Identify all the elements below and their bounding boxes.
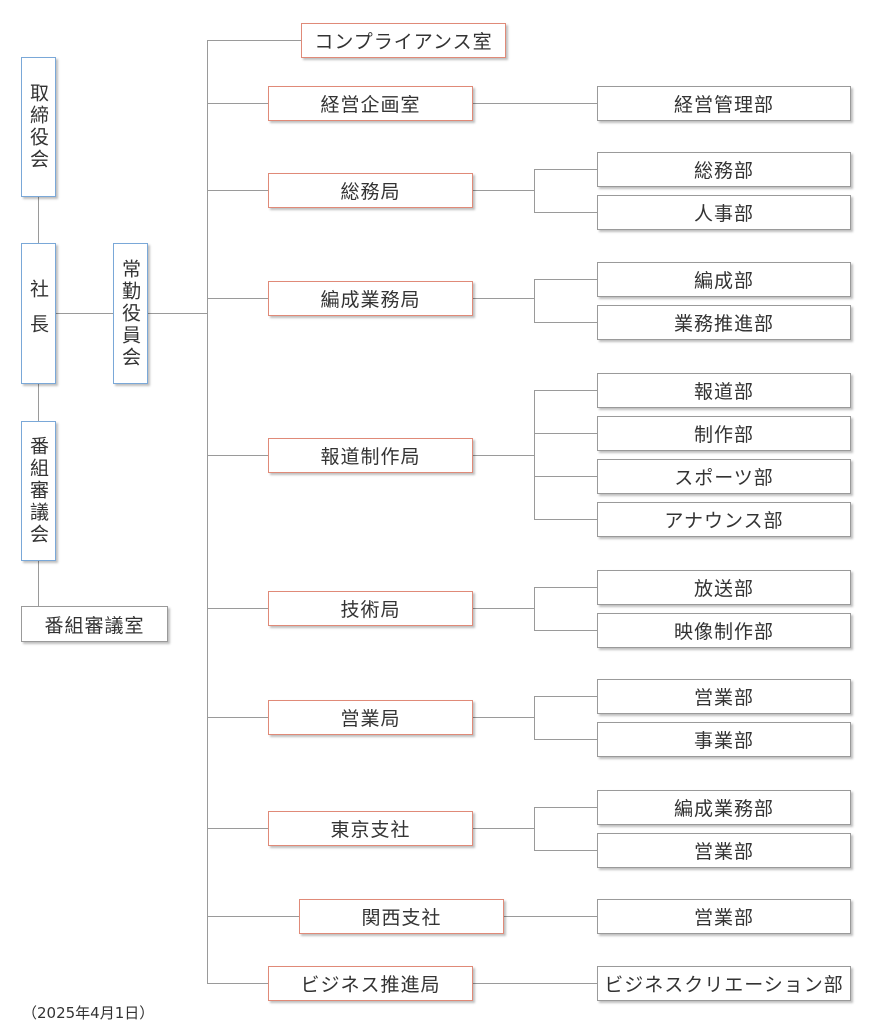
president-box: 社長 [21, 243, 56, 384]
department-box: アナウンス部 [597, 502, 851, 537]
program-council-box: 番組審議会 [21, 421, 56, 561]
department-box: 営業部 [597, 899, 851, 934]
program-office-box: 番組審議室 [21, 606, 168, 642]
bureau-box: ビジネス推進局 [268, 966, 473, 1001]
department-box: 制作部 [597, 416, 851, 451]
department-box: スポーツ部 [597, 459, 851, 494]
bureau-box: 東京支社 [268, 811, 473, 846]
bureau-box: 経営企画室 [268, 86, 473, 121]
board-box: 取締役会 [21, 57, 56, 197]
bureau-box: 営業局 [268, 700, 473, 735]
president-label: 社長 [27, 278, 49, 349]
department-box: 報道部 [597, 373, 851, 408]
department-box: 映像制作部 [597, 613, 851, 648]
date-note: （2025年4月1日） [22, 1004, 155, 1022]
bureau-box: 技術局 [268, 591, 473, 626]
department-box: 事業部 [597, 722, 851, 757]
department-box: ビジネスクリエーション部 [597, 966, 851, 1001]
bureau-box: 総務局 [268, 173, 473, 208]
bureau-box: 報道制作局 [268, 438, 473, 473]
department-box: 総務部 [597, 152, 851, 187]
compliance-office-box: コンプライアンス室 [301, 23, 506, 58]
department-box: 放送部 [597, 570, 851, 605]
department-box: 業務推進部 [597, 305, 851, 340]
bureau-box: 編成業務局 [268, 281, 473, 316]
department-box: 営業部 [597, 833, 851, 868]
department-box: 編成部 [597, 262, 851, 297]
department-box: 営業部 [597, 679, 851, 714]
department-box: 編成業務部 [597, 790, 851, 825]
department-box: 人事部 [597, 195, 851, 230]
department-box: 経営管理部 [597, 86, 851, 121]
managing-directors-box: 常勤役員会 [113, 243, 148, 384]
bureau-box: 関西支社 [299, 899, 504, 934]
